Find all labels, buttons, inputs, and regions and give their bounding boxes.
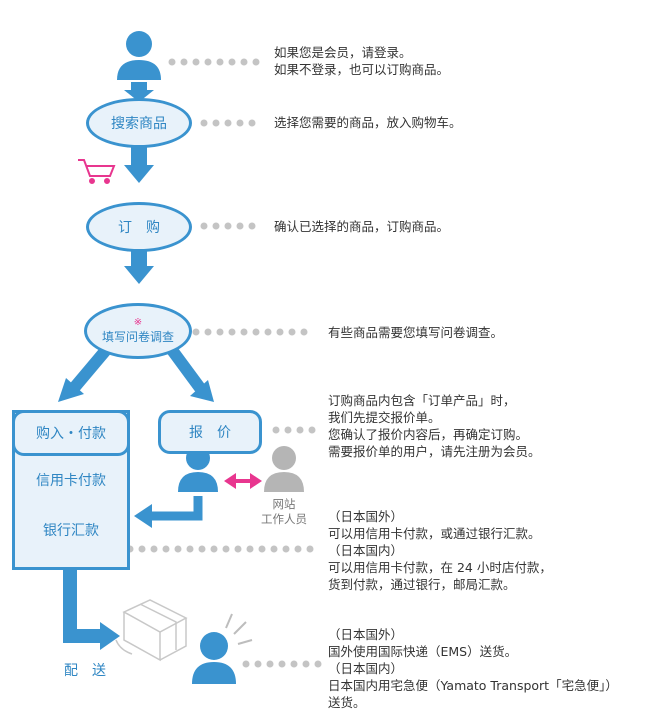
staff-label: 网站 工作人员 [252, 497, 316, 527]
search-desc: 选择您需要的商品，放入购物车。 [274, 115, 462, 130]
survey-node: ※ 填写问卷调查 [84, 303, 192, 359]
purchase-node: 购入・付款 [12, 410, 130, 456]
payment-desc: （日本国外） 可以用信用卡付款，或通过银行汇款。 （日本国内） 可以用信用卡付款… [328, 508, 552, 593]
payment-line: 货到付款，通过银行，邮局汇款。 [328, 577, 516, 592]
order-label: 订 购 [118, 220, 160, 236]
search-label: 搜索商品 [111, 116, 167, 132]
user-icon [192, 632, 236, 684]
login-desc: 如果您是会员，请登录。 如果不登录，也可以订购商品。 [274, 44, 449, 78]
purchase-label: 购入・付款 [36, 426, 106, 442]
dotted-connectors [114, 58, 322, 668]
survey-mark: ※ [133, 316, 143, 328]
quote-desc: 订购商品内包含「订单产品」时， 我们先提交报价单。 您确认了报价内容后，再确定订… [328, 392, 541, 460]
quote-line: 您确认了报价内容后，再确定订购。 [328, 427, 529, 442]
delivery-line: （日本国内） [328, 661, 404, 676]
payment-line: 可以用信用卡付款，在 24 小时店付款， [328, 560, 552, 575]
survey-desc: 有些商品需要您填写问卷调查。 [328, 325, 504, 340]
quote-line: 订购商品内包含「订单产品」时， [328, 393, 516, 408]
payment-line: 可以用信用卡付款，或通过银行汇款。 [328, 526, 541, 541]
delivery-line: 送货。 [328, 695, 366, 710]
search-node: 搜索商品 [86, 98, 192, 148]
credit-card-option: 信用卡付款 [36, 473, 106, 489]
quote-node: 报 价 [158, 410, 262, 454]
login-line2: 如果不登录，也可以订购商品。 [274, 62, 450, 77]
flow-arrows [58, 82, 214, 650]
staff-line2: 工作人员 [261, 512, 307, 526]
order-desc: 确认已选择的商品，订购商品。 [274, 219, 450, 234]
quote-label: 报 价 [189, 425, 231, 441]
quote-line: 需要报价单的用户，请先注册为会员。 [328, 444, 541, 459]
delivery-line: 国外使用国际快递（EMS）送货。 [328, 644, 518, 659]
bank-transfer-option: 银行汇款 [43, 523, 99, 539]
double-arrow-icon [224, 473, 262, 489]
delivery-desc: （日本国外） 国外使用国际快递（EMS）送货。 （日本国内） 日本国内用宅急便（… [328, 626, 618, 711]
box-icon [115, 599, 188, 662]
staff-icon [264, 446, 304, 492]
payment-line: （日本国内） [328, 543, 404, 558]
user-icon [117, 31, 161, 80]
motion-lines [225, 613, 253, 645]
delivery-line: （日本国外） [328, 627, 404, 642]
cart-icon [78, 159, 116, 184]
quote-line: 我们先提交报价单。 [328, 410, 441, 425]
payment-line: （日本国外） [328, 509, 404, 524]
delivery-label: 配 送 [64, 663, 106, 679]
staff-line1: 网站 [272, 497, 296, 511]
login-line1: 如果您是会员，请登录。 [274, 45, 412, 60]
survey-label: 填写问卷调查 [101, 329, 174, 344]
order-node: 订 购 [86, 202, 192, 252]
delivery-line: 日本国内用宅急便（Yamato Transport「宅急便」） [328, 678, 618, 693]
